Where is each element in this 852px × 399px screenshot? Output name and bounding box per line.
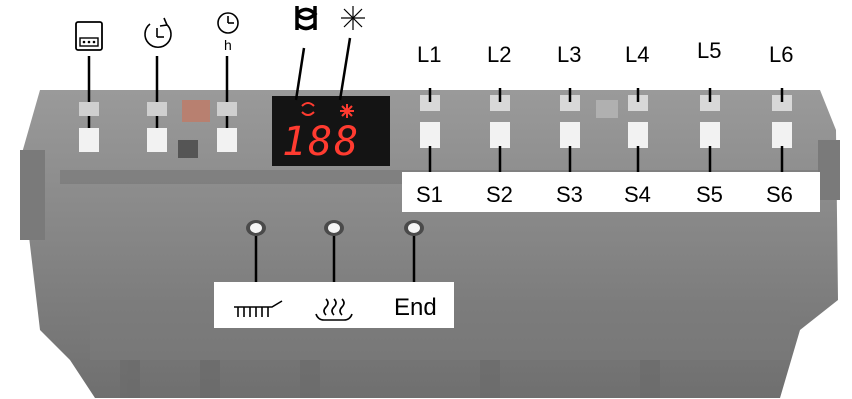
wash-spray-icon	[234, 300, 283, 317]
drying-steam-icon	[315, 298, 353, 321]
led-label-l3: L3	[557, 42, 582, 67]
switch-label-s3: S3	[556, 182, 583, 207]
led-label-l5: L5	[697, 38, 722, 63]
display-rinse-symbol	[301, 102, 315, 116]
display-digits: 188	[282, 119, 361, 165]
end-indicator-label: End	[394, 294, 437, 321]
switch-label-s6: S6	[766, 182, 793, 207]
salt-icon	[341, 6, 365, 30]
led-switch-slots	[420, 95, 792, 148]
led-label-l6: L6	[769, 42, 794, 67]
display-salt-symbol	[340, 104, 354, 118]
led-label-l4: L4	[625, 42, 650, 67]
led-label-l1: L1	[417, 42, 442, 67]
switch-label-s5: S5	[696, 182, 723, 207]
indicator-holes	[246, 220, 424, 236]
rinse-aid-icon	[295, 6, 318, 31]
led-label-l2: L2	[487, 42, 512, 67]
switch-label-s4: S4	[624, 182, 651, 207]
top-switch-slots	[79, 102, 237, 152]
switch-label-s1: S1	[416, 182, 443, 207]
delay-timer-icon	[144, 17, 172, 49]
switch-label-s2: S2	[486, 182, 513, 207]
door-panel-icon	[75, 21, 103, 51]
hours-label: h	[224, 37, 232, 53]
hours-timer-icon	[217, 12, 239, 34]
